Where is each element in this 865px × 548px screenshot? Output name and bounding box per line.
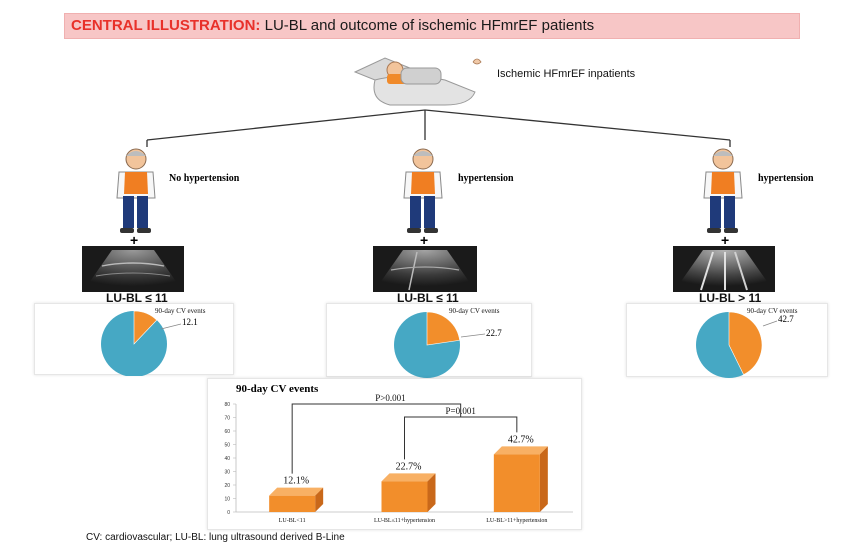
- top-label: Ischemic HFmrEF inpatients: [497, 68, 636, 80]
- y-tick-label: 50: [224, 443, 230, 449]
- pie-value-label: 12.1: [182, 317, 198, 327]
- plus-sign: +: [130, 232, 139, 248]
- title-text: LU-BL and outcome of ischemic HFmrEF pat…: [260, 17, 595, 34]
- bar: [493, 454, 540, 512]
- bar-side-face: [427, 473, 436, 512]
- person-icon: [403, 148, 443, 233]
- lubl-label: LU-BL ≤ 11: [397, 291, 459, 305]
- branch-condition-label: hypertension: [458, 173, 514, 184]
- x-tick-label: LU-BL>11+hypertension: [486, 518, 547, 524]
- patient-in-bed-illustration: [353, 57, 482, 106]
- ultrasound-image: [82, 246, 184, 292]
- bar-top-face: [381, 473, 436, 482]
- pie-title: 90-day CV events: [449, 307, 500, 315]
- bar-chart-title: 90-day CV events: [236, 383, 319, 395]
- x-tick-label: LU-BL<11: [279, 518, 306, 524]
- pie-slice-event: [133, 310, 158, 345]
- tree-connector: [146, 109, 731, 147]
- pie-slice-event: [728, 311, 763, 375]
- branch-condition-label: No hypertension: [169, 173, 240, 184]
- pie-title: 90-day CV events: [747, 307, 798, 315]
- person-icon: [703, 148, 743, 233]
- title-lead: CENTRAL ILLUSTRATION:: [71, 17, 261, 34]
- y-tick-label: 60: [224, 429, 230, 435]
- bar-value-label: 42.7%: [508, 434, 534, 445]
- bar-side-face: [539, 446, 548, 512]
- bar-chart-panel: 90-day CV events 0 10 20 30 40 50 60 70 80 12.1% L…: [207, 378, 582, 530]
- y-tick-label: 20: [224, 483, 230, 489]
- bar-top-face: [269, 487, 324, 496]
- lubl-label: LU-BL > 11: [699, 291, 762, 305]
- pie-slice-event: [426, 311, 461, 346]
- bar: [381, 481, 428, 512]
- p-value-label: P>0.001: [375, 393, 405, 403]
- ultrasound-image: [673, 246, 775, 292]
- lubl-label: LU-BL ≤ 11: [106, 291, 168, 305]
- pie-chart-panel: 90-day CV events 42.7: [626, 303, 828, 378]
- y-tick-label: 30: [224, 470, 230, 476]
- pie-value-label: 42.7: [778, 314, 794, 324]
- plus-sign: +: [721, 232, 730, 248]
- pie-value-label: 22.7: [486, 328, 502, 338]
- x-tick-label: LU-BL≤11+hypertension: [374, 518, 435, 524]
- plus-sign: +: [420, 232, 429, 248]
- bar-side-face: [315, 487, 324, 512]
- bar-top-face: [493, 446, 548, 455]
- pie-chart-panel: 90-day CV events 12.1: [34, 303, 234, 376]
- bar-value-label: 12.1%: [283, 476, 309, 487]
- footnote: CV: cardiovascular; LU-BL: lung ultrasou…: [86, 532, 345, 543]
- branch-condition-label: hypertension: [758, 173, 814, 184]
- pie-chart-panel: 90-day CV events 22.7: [326, 303, 532, 378]
- ultrasound-image: [373, 246, 477, 292]
- bar-value-label: 22.7%: [396, 461, 422, 472]
- pie-svg: [394, 311, 486, 378]
- title-banner: CENTRAL ILLUSTRATION: LU-BL and outcome …: [64, 13, 800, 39]
- y-tick-label: 80: [224, 402, 230, 408]
- y-tick-label: 70: [224, 416, 230, 422]
- pie-svg: [696, 311, 778, 378]
- y-tick-label: 40: [224, 456, 230, 462]
- bar-chart-svg: 0 10 20 30 40 50 60 70 80 12.1% LU-BL<11 22.7% LU-BL…: [224, 393, 573, 524]
- y-tick-label: 0: [227, 510, 230, 516]
- pie-title: 90-day CV events: [155, 307, 206, 315]
- bar: [269, 495, 316, 512]
- y-tick-label: 10: [224, 497, 230, 503]
- pie-svg: [101, 310, 182, 376]
- comparison-bracket: [291, 403, 462, 474]
- person-icon: [116, 148, 156, 233]
